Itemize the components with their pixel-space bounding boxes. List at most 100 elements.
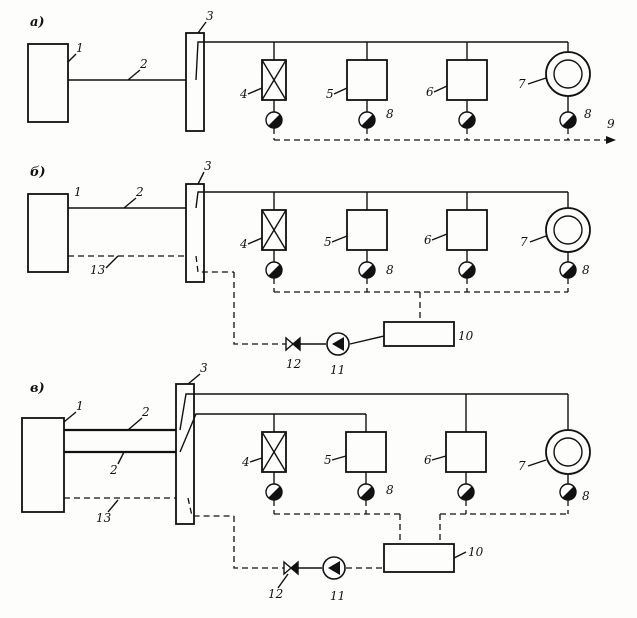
c-valve-12-right — [289, 560, 299, 576]
c-label-5: 5 — [324, 453, 332, 467]
c-pump-return — [233, 516, 284, 569]
c-label-12: 12 — [268, 587, 283, 601]
b-valve-3-fill — [461, 264, 476, 279]
section-b-label: б) — [30, 165, 46, 180]
b-leader-7 — [529, 235, 547, 243]
c-label-7: 7 — [518, 459, 526, 473]
a-label-2: 2 — [139, 57, 148, 71]
b-label-8b: 8 — [582, 263, 590, 277]
a-leader-3 — [197, 21, 207, 34]
b-label-3: 3 — [204, 159, 212, 173]
c-unit-1 — [21, 417, 65, 513]
a-cross-2 — [261, 59, 287, 101]
section-a-label: а) — [30, 15, 45, 30]
c-valve-3-fill — [460, 486, 475, 501]
c-label-2a: 2 — [141, 405, 150, 419]
c-label-8a: 8 — [386, 483, 394, 497]
c-label-13: 13 — [96, 511, 112, 525]
c-label-1: 1 — [76, 399, 84, 413]
b-inner-link — [195, 191, 204, 209]
b-valve-2-fill — [361, 264, 376, 279]
a-valve-3-fill — [461, 114, 476, 129]
c-valves — [265, 483, 577, 501]
b-label-7: 7 — [520, 235, 528, 249]
c-consumer-6 — [445, 431, 487, 473]
b-check-valve-12 — [285, 336, 301, 352]
b-label-6: 6 — [424, 233, 432, 247]
a-valve-1-fill — [268, 114, 283, 129]
c-label-10: 10 — [468, 545, 484, 559]
b-label-13: 13 — [90, 263, 106, 277]
c-valve-4-fill — [562, 486, 577, 501]
a-consumer-7-outer — [545, 51, 591, 97]
a-consumer-6 — [446, 59, 488, 101]
b-label-5: 5 — [324, 235, 332, 249]
b-valves — [265, 261, 577, 279]
c-check-valve-12 — [283, 560, 299, 576]
c-label-2b: 2 — [109, 463, 118, 477]
c-label-3: 3 — [200, 361, 208, 375]
a-valves — [265, 111, 577, 129]
c-valve-1-fill — [268, 486, 283, 501]
c-label-4: 4 — [241, 455, 250, 469]
c-inner-link-1 — [179, 393, 194, 431]
c-leader-13 — [107, 499, 119, 513]
a-distributor-3 — [185, 32, 205, 132]
b-valve-12-left — [285, 336, 295, 352]
b-consumer-6 — [446, 209, 488, 251]
a-leader-7 — [527, 77, 547, 85]
c-distributor-3 — [175, 383, 195, 525]
a-leader-1 — [67, 53, 77, 63]
b-label-1: 1 — [74, 185, 82, 199]
b-label-4: 4 — [239, 237, 248, 251]
c-leader-5 — [331, 455, 347, 461]
a-label-4: 4 — [239, 87, 248, 101]
b-pump-return — [233, 272, 286, 345]
a-label-3: 3 — [206, 9, 214, 23]
b-label-2: 2 — [135, 185, 144, 199]
b-label-10: 10 — [458, 329, 474, 343]
c-leader-6 — [431, 455, 447, 461]
c-leader-4 — [249, 457, 263, 463]
b-unit-1 — [27, 193, 69, 273]
a-inner-link — [195, 41, 204, 81]
a-unit-1 — [27, 43, 69, 123]
b-leader-6 — [431, 233, 448, 241]
c-cross-2 — [261, 431, 287, 473]
c-consumer-7-inner — [553, 437, 583, 467]
c-consumer-5 — [345, 431, 387, 473]
b-leader-5 — [331, 235, 348, 243]
c-leader-2b — [117, 451, 125, 465]
b-pump-11 — [326, 332, 350, 356]
b-label-11: 11 — [330, 363, 345, 377]
a-label-8b: 8 — [584, 107, 592, 121]
b-valve-1-fill — [268, 264, 283, 279]
a-valve-4-fill — [562, 114, 577, 129]
a-consumer-5 — [346, 59, 388, 101]
b-leader-4 — [247, 237, 263, 245]
c-valve-12-left — [283, 560, 293, 576]
b-consumer-7-inner — [553, 215, 583, 245]
a-label-7: 7 — [518, 77, 526, 91]
c-label-11: 11 — [330, 589, 345, 603]
b-tank-10 — [383, 321, 455, 347]
c-tank-10 — [383, 543, 455, 573]
a-valve-2-fill — [361, 114, 376, 129]
b-leader-13 — [105, 255, 119, 269]
b-consumer-7-outer — [545, 207, 591, 253]
c-leader-12 — [277, 573, 289, 589]
a-consumer-7-inner — [553, 59, 583, 89]
c-leader-1 — [63, 411, 77, 423]
c-leader-3 — [187, 373, 201, 385]
c-label-6: 6 — [424, 453, 432, 467]
c-inner-link-2 — [179, 413, 204, 453]
b-consumer-5 — [346, 209, 388, 251]
b-pump-tank-link — [349, 335, 385, 345]
b-label-12: 12 — [286, 357, 301, 371]
section-a: а) — [27, 9, 616, 144]
section-b: б) — [27, 159, 591, 377]
a-leader-4 — [247, 87, 263, 95]
c-pump-11-arrow — [328, 561, 340, 575]
